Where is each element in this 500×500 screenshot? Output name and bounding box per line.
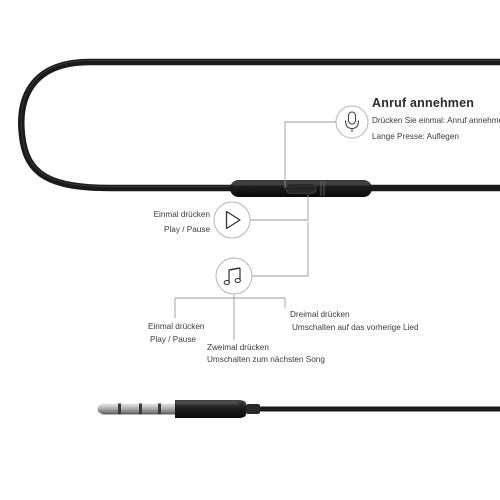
- thrice-result-label: Umschalten auf das vorherige Lied: [292, 323, 419, 332]
- play-icon: [213, 201, 251, 239]
- play-action-label: Einmal drücken: [153, 210, 210, 219]
- call-line-2: Lange Presse: Auflegen: [372, 132, 459, 141]
- headphone-cable: [18, 58, 500, 192]
- once-result-label: Play / Pause: [150, 335, 196, 344]
- call-line-1: Drücken Sie einmal: Anruf annehmen: [372, 116, 500, 125]
- twice-action-label: Zweimal drücken: [207, 343, 269, 352]
- call-title: Anruf annehmen: [372, 96, 475, 110]
- music-note-icon: [215, 257, 253, 295]
- thrice-action-label: Dreimal drücken: [290, 310, 350, 319]
- inline-remote: [230, 180, 372, 197]
- twice-result-label: Umschalten zum nächsten Song: [207, 355, 325, 364]
- microphone-icon: [335, 105, 369, 139]
- play-result-label: Play / Pause: [164, 225, 210, 234]
- once-action-label: Einmal drücken: [148, 322, 205, 331]
- audio-jack: [97, 400, 500, 418]
- leader-lines: [174, 121, 338, 340]
